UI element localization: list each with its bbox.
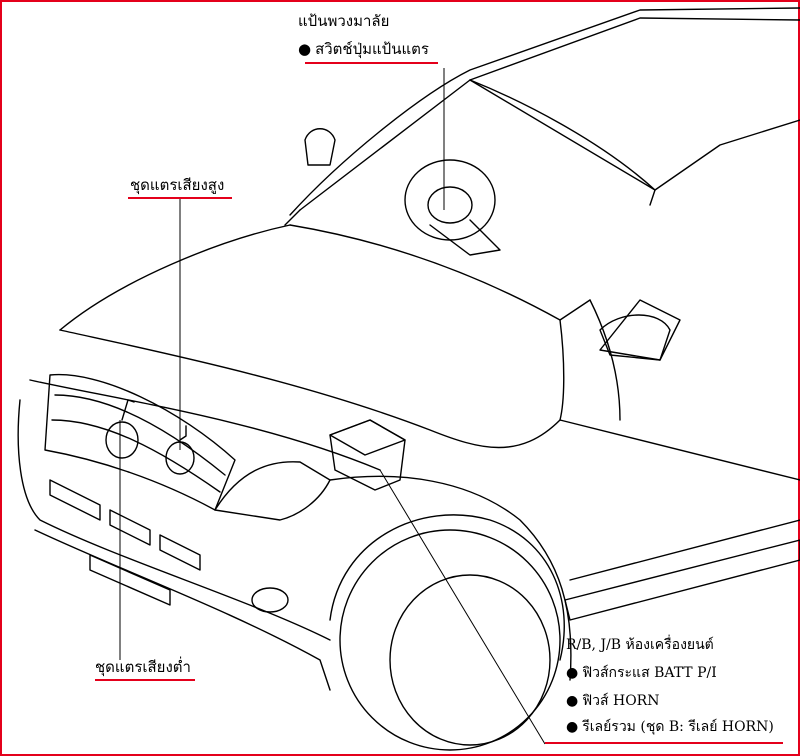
hood-top [59, 224, 291, 331]
relay-box-lid [329, 419, 406, 456]
high-horn-label: ชุดแตรเสียงสูง [130, 176, 225, 194]
leader-relay [379, 469, 546, 745]
fog-lamp [251, 587, 289, 613]
fuse-batt-label: ●ฟิวส์กระแส BATT P/I [566, 664, 717, 682]
grille-outer [44, 373, 236, 511]
bullet-icon: ● [566, 665, 579, 681]
fuse-batt-text: ฟิวส์กระแส BATT P/I [582, 665, 717, 681]
bumper-upper [17, 399, 331, 641]
roof-rail [469, 17, 800, 81]
bumper-slot-3 [159, 534, 201, 571]
hood-side [559, 319, 565, 421]
rb-jb-underline [545, 742, 783, 744]
bullet-icon: ● [566, 693, 579, 709]
cowl-line [289, 224, 591, 321]
grille-bar-2 [51, 419, 221, 493]
rb-jb-title: R/B, J/B ห้องเครื่องยนต์ [566, 637, 714, 653]
relay-label: ●รีเลย์รวม (ชุด B: รีเลย์ HORN) [566, 718, 774, 736]
fuse-horn-label: ●ฟิวส์ HORN [566, 692, 659, 710]
left-mirror [304, 128, 336, 166]
high-horn-bracket [179, 425, 187, 441]
steering-hub [427, 186, 473, 224]
license-recess [89, 554, 171, 606]
low-horn-underline [95, 679, 195, 681]
door-window [599, 299, 681, 361]
bumper-lower [34, 529, 331, 691]
steering-title: แป้นพวงมาลัย [298, 12, 390, 30]
wheel-arch [329, 514, 565, 661]
low-horn-shape [105, 421, 139, 459]
low-horn-label: ชุดแตรเสียงต่ำ [95, 658, 191, 676]
steering-wheel [404, 159, 496, 241]
steering-column [429, 219, 501, 256]
windshield-top [299, 79, 656, 211]
bumper-slot-2 [109, 509, 151, 546]
bullet-icon: ● [566, 719, 579, 735]
bullet-icon: ● [298, 40, 312, 58]
grille-bar-1 [54, 394, 226, 476]
tire [339, 529, 561, 751]
high-horn-underline [128, 197, 232, 199]
side-mirror [599, 314, 671, 361]
door-line [589, 299, 621, 421]
horn-button-switch-underline [305, 62, 438, 64]
low-horn-bracket [121, 399, 135, 421]
running-board [564, 539, 800, 621]
hood-crease [29, 379, 381, 471]
horn-button-switch-text: สวิตช์ปุ่มแป้นแตร [315, 40, 429, 58]
side-sill [569, 519, 800, 581]
relay-text: รีเลย์รวม (ชุด B: รีเลย์ HORN) [582, 719, 774, 735]
bumper-slot-1 [49, 479, 101, 521]
hood-front [59, 329, 561, 449]
rim [389, 574, 551, 746]
side-body [559, 419, 800, 481]
headlamp [214, 461, 331, 521]
fuse-horn-text: ฟิวส์ HORN [582, 693, 660, 709]
windshield-frame [284, 79, 656, 226]
a-pillar [654, 119, 800, 191]
horn-button-switch-label: ●สวิตช์ปุ่มแป้นแตร [298, 40, 429, 58]
fender [329, 475, 572, 681]
roof-outline [289, 7, 800, 216]
